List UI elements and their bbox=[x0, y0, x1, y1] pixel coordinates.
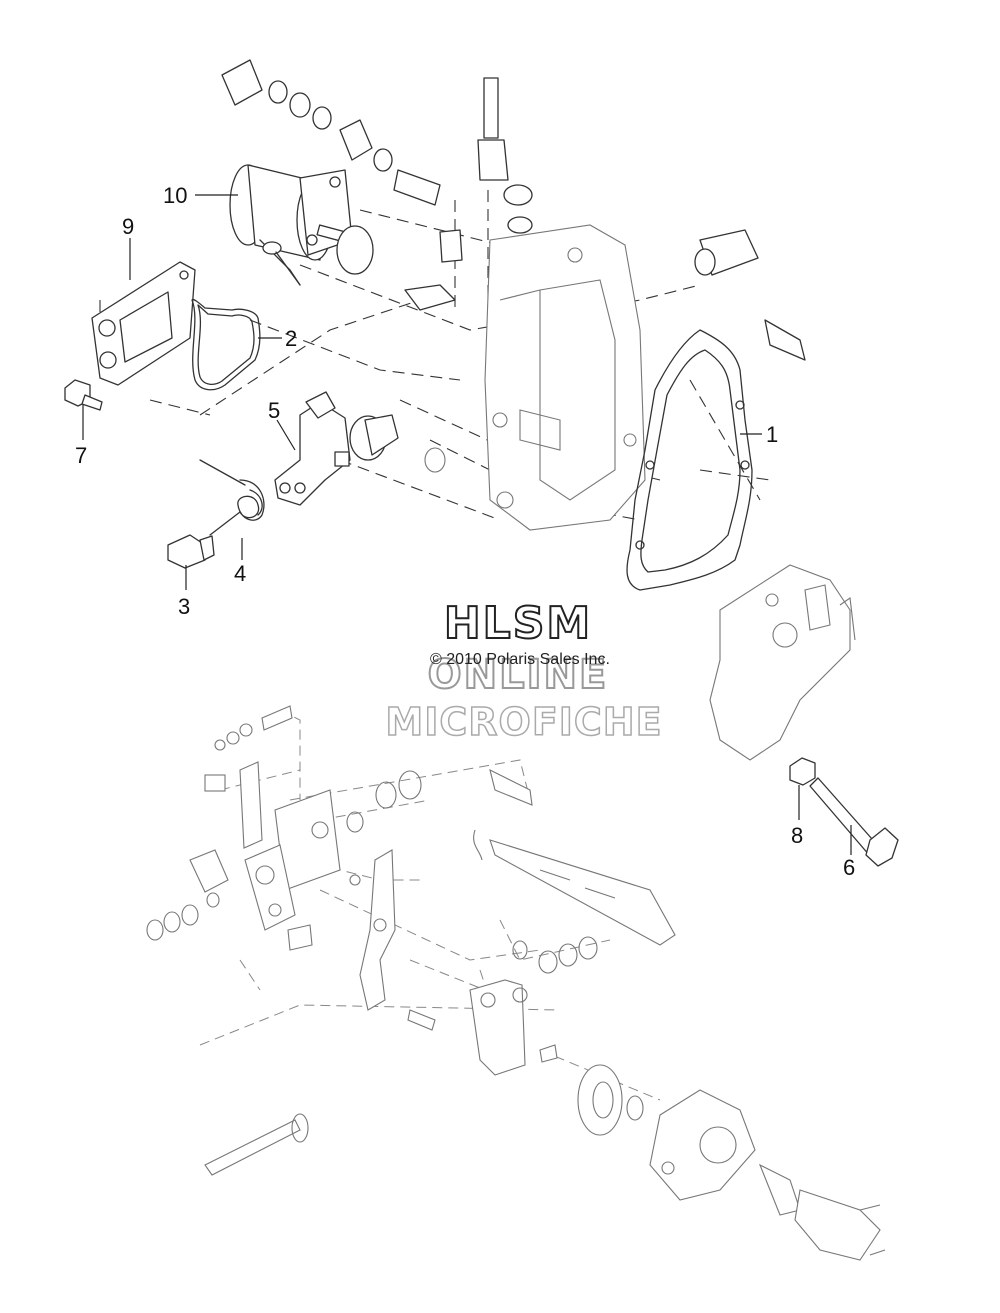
oring-part bbox=[191, 298, 261, 391]
callout-7: 7 bbox=[75, 443, 87, 468]
fuel-fittings bbox=[221, 59, 533, 311]
callout-6: 6 bbox=[843, 855, 855, 880]
watermark-copyright: © 2010 Polaris Sales Inc. bbox=[430, 651, 610, 668]
lower-assembly bbox=[146, 705, 886, 1261]
gasket-part bbox=[626, 329, 753, 591]
spring-part bbox=[199, 459, 265, 536]
bolt-7-part bbox=[64, 379, 103, 411]
callout-4: 4 bbox=[234, 561, 246, 586]
right-fitting bbox=[694, 229, 806, 361]
watermark-hlsm: HLSM bbox=[443, 597, 593, 650]
callout-8: 8 bbox=[791, 823, 803, 848]
callout-10: 10 bbox=[163, 183, 187, 208]
watermark-microfiche: MICROFICHE bbox=[385, 699, 663, 745]
callout-labels: 10 9 2 5 1 7 4 3 8 6 bbox=[75, 183, 855, 880]
solenoid-part bbox=[229, 164, 374, 286]
pump-housing bbox=[424, 224, 646, 531]
watermark-online: ONLINE bbox=[427, 651, 609, 699]
callout-9: 9 bbox=[122, 214, 134, 239]
callout-3: 3 bbox=[178, 594, 190, 619]
callout-2: 2 bbox=[285, 326, 297, 351]
callout-1: 1 bbox=[766, 422, 778, 447]
lever-part bbox=[274, 391, 399, 506]
callout-leaders bbox=[82, 194, 852, 855]
bolt-6-part bbox=[809, 777, 899, 867]
cover-plate-part bbox=[91, 261, 196, 386]
callout-5: 5 bbox=[268, 398, 280, 423]
plug-part bbox=[167, 534, 215, 569]
side-housing bbox=[709, 564, 856, 761]
nut-8-part bbox=[789, 757, 816, 786]
